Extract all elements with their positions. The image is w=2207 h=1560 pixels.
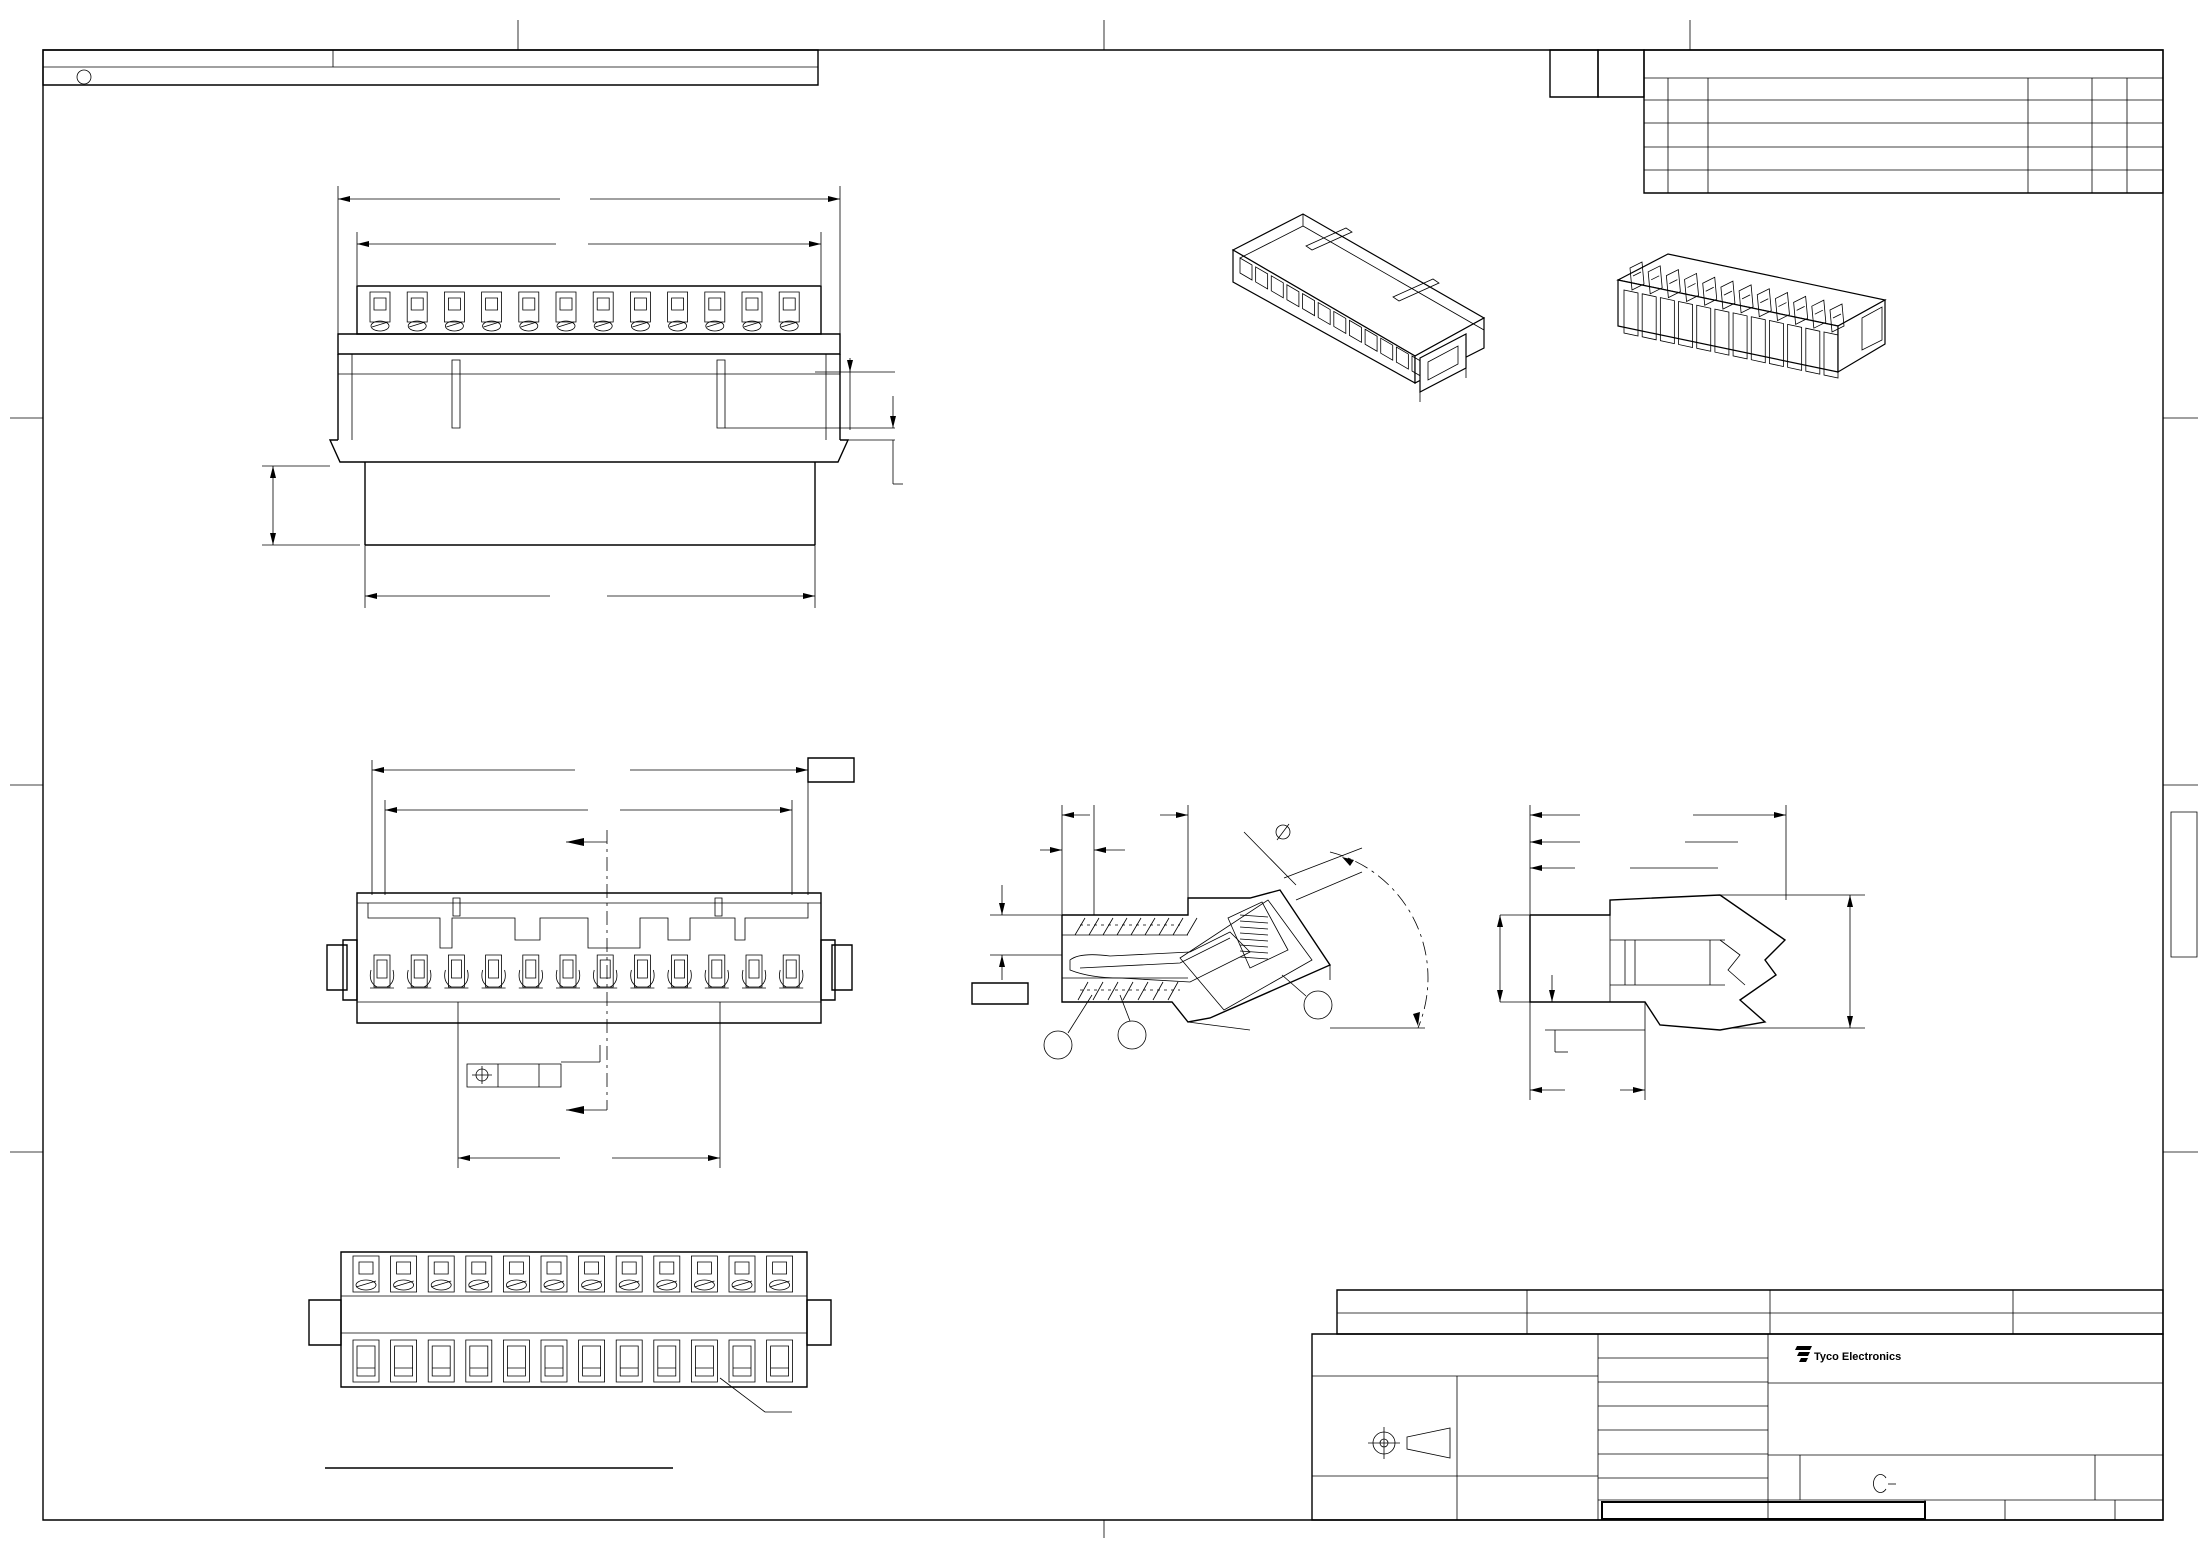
contact-position bbox=[668, 955, 692, 988]
top-left-header-box bbox=[43, 50, 818, 85]
contact-position bbox=[654, 1256, 680, 1382]
contact-spring-line bbox=[1240, 915, 1268, 917]
contact-position bbox=[444, 955, 468, 988]
slot bbox=[1271, 276, 1283, 298]
contact-position bbox=[391, 1256, 417, 1382]
hatch-line bbox=[1168, 982, 1178, 1000]
contact-position bbox=[482, 292, 502, 331]
contact-position bbox=[1769, 293, 1789, 367]
contact-position bbox=[1751, 289, 1771, 363]
contact-spring-line bbox=[1240, 933, 1268, 935]
hatch-line bbox=[1108, 982, 1118, 1000]
contact-position bbox=[1715, 281, 1735, 355]
contact-position bbox=[1660, 270, 1680, 344]
view-top-connector bbox=[262, 186, 903, 608]
sheet-border bbox=[10, 20, 2198, 1538]
contact-position bbox=[541, 1256, 567, 1382]
view-side-connector bbox=[1497, 805, 1865, 1100]
contact-spring-line bbox=[1240, 957, 1268, 959]
title-block: Tyco Electronics bbox=[1312, 1290, 2163, 1520]
contact-position bbox=[519, 955, 543, 988]
hatch-line bbox=[1123, 982, 1133, 1000]
contact-position bbox=[668, 292, 688, 331]
contact-position bbox=[1824, 304, 1844, 378]
hatch-line bbox=[1078, 982, 1088, 1000]
contact-spring-line bbox=[1240, 939, 1268, 941]
hatch-line bbox=[1093, 982, 1103, 1000]
contact-position bbox=[1624, 262, 1644, 336]
contact-position bbox=[630, 955, 654, 988]
view-front-connector bbox=[327, 758, 854, 1168]
contact-position bbox=[503, 1256, 529, 1382]
contact-position bbox=[556, 955, 580, 988]
contact-position bbox=[482, 955, 506, 988]
contact-position bbox=[428, 1256, 454, 1382]
contact-position bbox=[779, 292, 799, 331]
contact-position bbox=[1788, 296, 1808, 370]
slot bbox=[1396, 347, 1408, 369]
contact-spring-line bbox=[1240, 921, 1268, 923]
hatch-line bbox=[1117, 918, 1127, 935]
third-angle-projection-symbol bbox=[1368, 1427, 1450, 1459]
slot bbox=[1349, 320, 1361, 342]
contact-position bbox=[444, 292, 464, 331]
contact-position bbox=[767, 1256, 793, 1382]
contact-position bbox=[579, 1256, 605, 1382]
contact-position bbox=[779, 955, 803, 988]
slot bbox=[1381, 338, 1393, 360]
contact-position bbox=[593, 955, 617, 988]
contact-position bbox=[370, 292, 390, 331]
contact-spring-line bbox=[1240, 945, 1268, 947]
hatch-line bbox=[1138, 982, 1148, 1000]
contact-position bbox=[556, 292, 576, 331]
contact-position bbox=[616, 1256, 642, 1382]
slot bbox=[1287, 285, 1299, 307]
contact-spring-line bbox=[1240, 927, 1268, 929]
contact-position bbox=[705, 955, 729, 988]
slot bbox=[1318, 303, 1330, 325]
contact-position bbox=[1697, 277, 1717, 351]
contact-position bbox=[705, 292, 725, 331]
contact-position bbox=[742, 955, 766, 988]
view-section-mated bbox=[972, 805, 1428, 1059]
contact-position bbox=[353, 1256, 379, 1382]
contact-position bbox=[630, 292, 650, 331]
contact-position bbox=[1642, 266, 1662, 340]
slot bbox=[1240, 258, 1252, 280]
contact-position bbox=[729, 1256, 755, 1382]
hatch-line bbox=[1089, 918, 1099, 935]
contact-position bbox=[1806, 300, 1826, 374]
company-name: Tyco Electronics bbox=[1814, 1351, 1901, 1363]
hatch-line bbox=[1131, 918, 1141, 935]
contact-position bbox=[407, 955, 431, 988]
contact-position bbox=[593, 292, 613, 331]
contact-spring-line bbox=[1240, 951, 1268, 953]
hatch-line bbox=[1187, 918, 1197, 935]
contact-position bbox=[1733, 285, 1753, 359]
contact-position bbox=[407, 292, 427, 331]
slot bbox=[1303, 294, 1315, 316]
revision-block bbox=[1550, 50, 2163, 193]
view-bottom-connector bbox=[309, 1252, 831, 1468]
hatch-line bbox=[1173, 918, 1183, 935]
hatch-line bbox=[1159, 918, 1169, 935]
slot bbox=[1334, 311, 1346, 333]
contact-position bbox=[691, 1256, 717, 1382]
hatch-line bbox=[1103, 918, 1113, 935]
contact-position bbox=[466, 1256, 492, 1382]
hatch-line bbox=[1145, 918, 1155, 935]
contact-position bbox=[742, 292, 762, 331]
hatch-line bbox=[1075, 918, 1085, 935]
size-mark-icon bbox=[1873, 1475, 1896, 1493]
contact-position bbox=[519, 292, 539, 331]
tyco-electronics-logo: Tyco Electronics bbox=[1795, 1346, 1901, 1363]
isometric-view-housing bbox=[1233, 214, 1484, 402]
isometric-view-plug bbox=[1618, 254, 1885, 378]
slot bbox=[1365, 329, 1377, 351]
slot bbox=[1256, 267, 1268, 289]
hatch-line bbox=[1153, 982, 1163, 1000]
contact-position bbox=[1679, 273, 1699, 347]
contact-position bbox=[370, 955, 394, 988]
